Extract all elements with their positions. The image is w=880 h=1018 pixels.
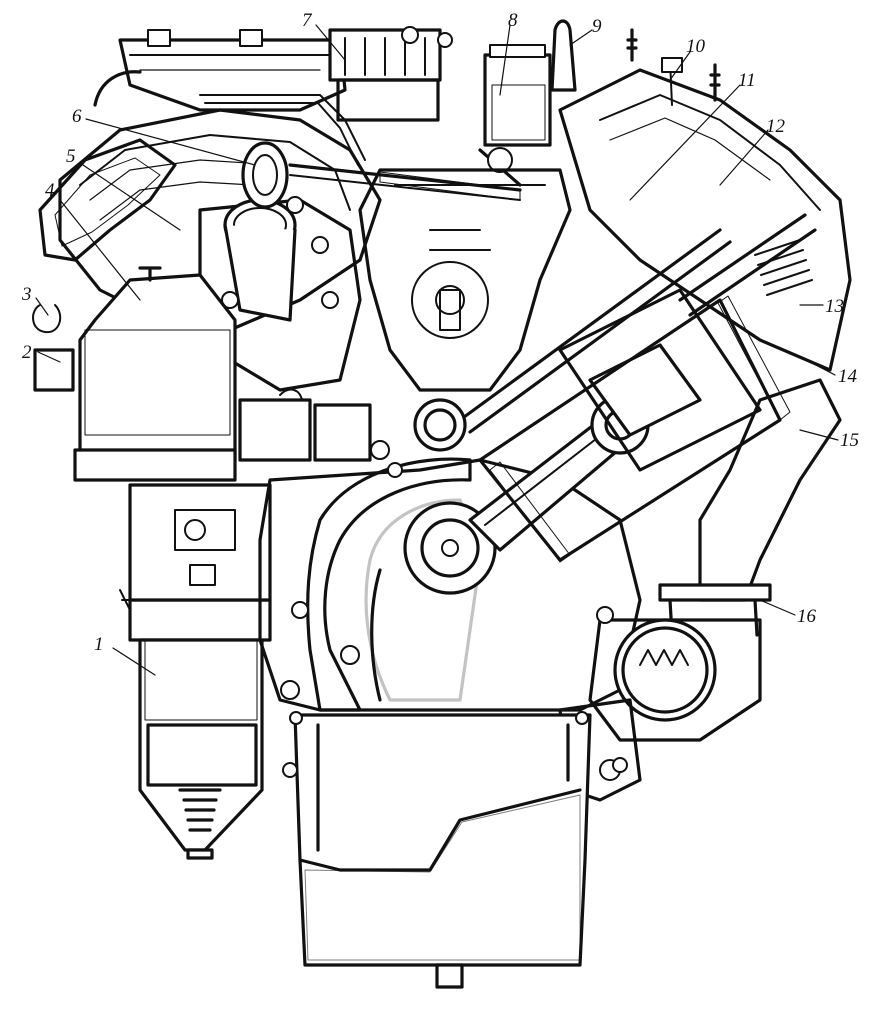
callout-leaders (35, 24, 839, 676)
rocker-cover-left (38, 138, 177, 262)
camshaft (413, 398, 467, 452)
callout-9: 9 (592, 16, 602, 37)
oil-sump (289, 711, 592, 989)
flywheel-housing (306, 457, 482, 712)
thermostat (241, 141, 289, 209)
centrifugal-oil-filter (119, 589, 272, 860)
callout-10: 10 (686, 36, 706, 57)
valve-spring (678, 213, 817, 317)
timing-cover (358, 168, 572, 392)
fuel-injection-pump (328, 26, 453, 122)
callout-1: 1 (94, 634, 104, 655)
callout-8: 8 (508, 10, 518, 31)
callout-labels: 1 2 3 4 5 6 7 8 9 10 11 12 13 14 15 16 (21, 10, 859, 655)
callout-3: 3 (21, 284, 32, 305)
oil-cooler-tap (32, 304, 75, 392)
callout-2: 2 (22, 342, 32, 363)
callout-7: 7 (302, 10, 313, 31)
callout-14: 14 (838, 366, 858, 387)
water-pump-housing (198, 196, 362, 392)
callout-5: 5 (66, 146, 76, 167)
crankshaft-journal (403, 501, 497, 595)
callout-11: 11 (738, 70, 756, 91)
push-rod (458, 228, 732, 434)
callout-13: 13 (825, 296, 844, 317)
cylinder-liner (478, 295, 791, 563)
callout-6: 6 (72, 106, 82, 127)
callout-15: 15 (840, 430, 859, 451)
callout-12: 12 (766, 116, 786, 137)
oil-filler-cap (478, 44, 552, 187)
exhaust-manifold (658, 378, 842, 637)
cylinder-head-studs (626, 28, 721, 106)
filter-bracket (128, 483, 272, 602)
intake-manifold (93, 29, 366, 166)
control-rod (288, 163, 522, 201)
exhaust-pipe-flange (588, 618, 762, 742)
fine-oil-filter (73, 266, 237, 482)
fuel-priming-pump (238, 388, 372, 462)
bolt-heads (280, 440, 628, 778)
breather-tube (550, 19, 577, 92)
callout-4: 4 (45, 180, 55, 201)
callout-16: 16 (797, 606, 817, 627)
